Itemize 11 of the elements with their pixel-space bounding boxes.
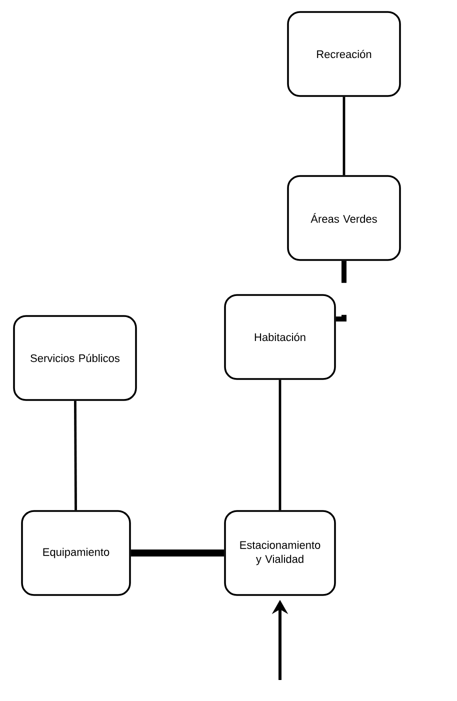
process-box: Recreación (287, 11, 401, 97)
process-box: Equipamiento (21, 510, 131, 596)
connector-line (342, 96, 346, 176)
connector-line (336, 260, 346, 322)
connector-line (130, 550, 224, 556)
connector-line (74, 400, 77, 510)
process-box: Estacionamiento y Vialidad (224, 510, 336, 596)
connector-line (278, 380, 282, 510)
process-box: Servicios Públicos (13, 315, 137, 401)
process-box: Áreas Verdes (287, 175, 401, 261)
process-box: Habitación (224, 294, 336, 380)
